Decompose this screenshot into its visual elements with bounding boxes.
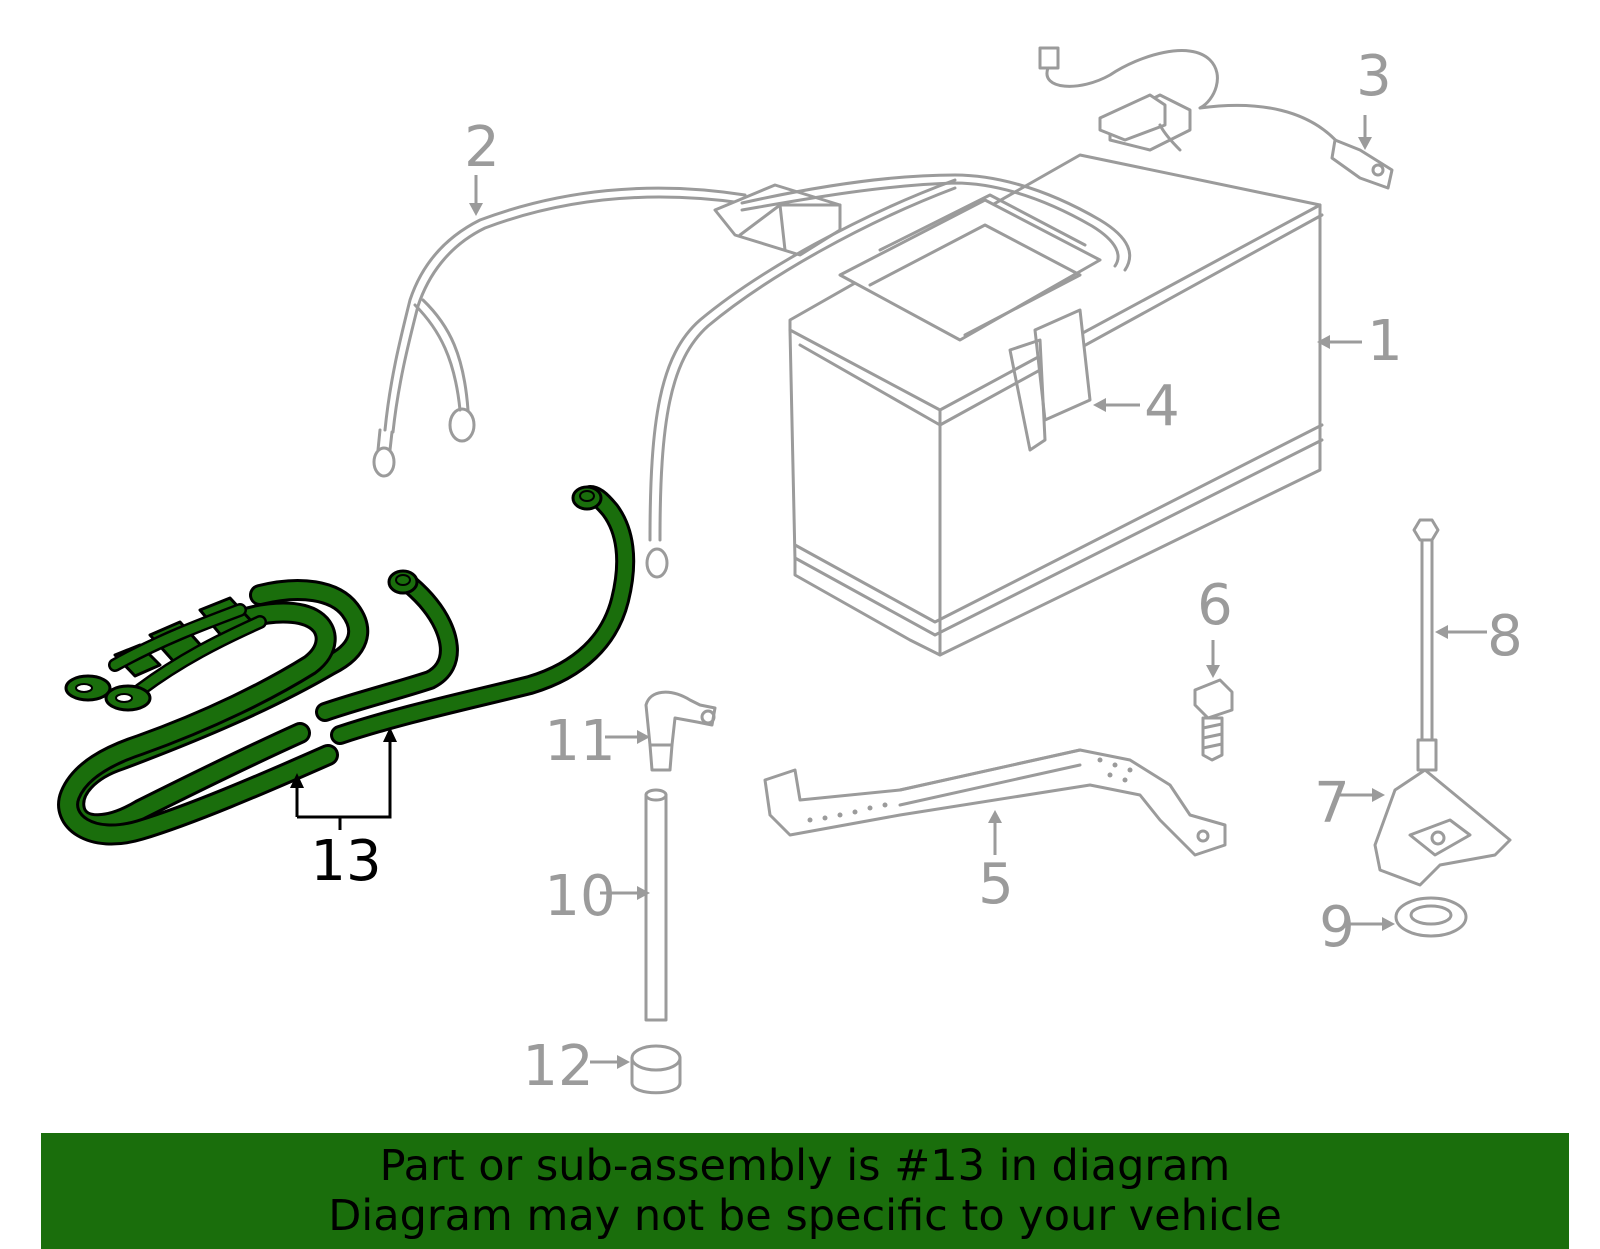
banner-line-disclaimer: Diagram may not be specific to your vehi… xyxy=(328,1191,1282,1241)
callout-10: 10 xyxy=(544,864,615,929)
callout-5: 5 xyxy=(978,852,1014,917)
leader-lines-13 xyxy=(290,727,397,830)
callout-12: 12 xyxy=(522,1034,593,1099)
sensor-cable-part-3[interactable] xyxy=(1038,46,1394,190)
tube-part-10[interactable] xyxy=(644,788,668,1022)
callout-1: 1 xyxy=(1367,309,1403,374)
plate-part-7[interactable] xyxy=(1373,768,1512,887)
rod-part-8[interactable] xyxy=(1412,518,1440,772)
callout-2: 2 xyxy=(464,115,500,180)
callout-8: 8 xyxy=(1487,604,1523,669)
bracket-holes xyxy=(807,757,1133,823)
callout-6: 6 xyxy=(1197,573,1233,638)
callout-9: 9 xyxy=(1319,895,1355,960)
bracket-part-5[interactable] xyxy=(763,748,1227,857)
info-banner: Part or sub-assembly is #13 in diagram D… xyxy=(41,1133,1569,1249)
callout-7: 7 xyxy=(1314,771,1350,836)
battery-cable-part-13[interactable] xyxy=(57,485,636,846)
callout-11: 11 xyxy=(544,709,615,774)
parts-diagram: 1 2 3 4 5 6 7 8 9 10 11 12 13 xyxy=(57,44,1523,1099)
elbow-part-11[interactable] xyxy=(644,690,717,772)
washer-part-9[interactable] xyxy=(1394,896,1468,938)
cable-harness-part-2[interactable] xyxy=(372,173,1132,579)
callout-3: 3 xyxy=(1356,44,1392,109)
plug-part-12[interactable] xyxy=(630,1044,682,1095)
battery-part-1[interactable] xyxy=(788,93,1324,657)
bolt-part-6[interactable] xyxy=(1193,678,1234,762)
callout-4: 4 xyxy=(1144,374,1180,439)
leader-lines xyxy=(469,115,1487,1069)
callout-13: 13 xyxy=(310,829,381,894)
banner-line-part: Part or sub-assembly is #13 in diagram xyxy=(379,1141,1231,1191)
